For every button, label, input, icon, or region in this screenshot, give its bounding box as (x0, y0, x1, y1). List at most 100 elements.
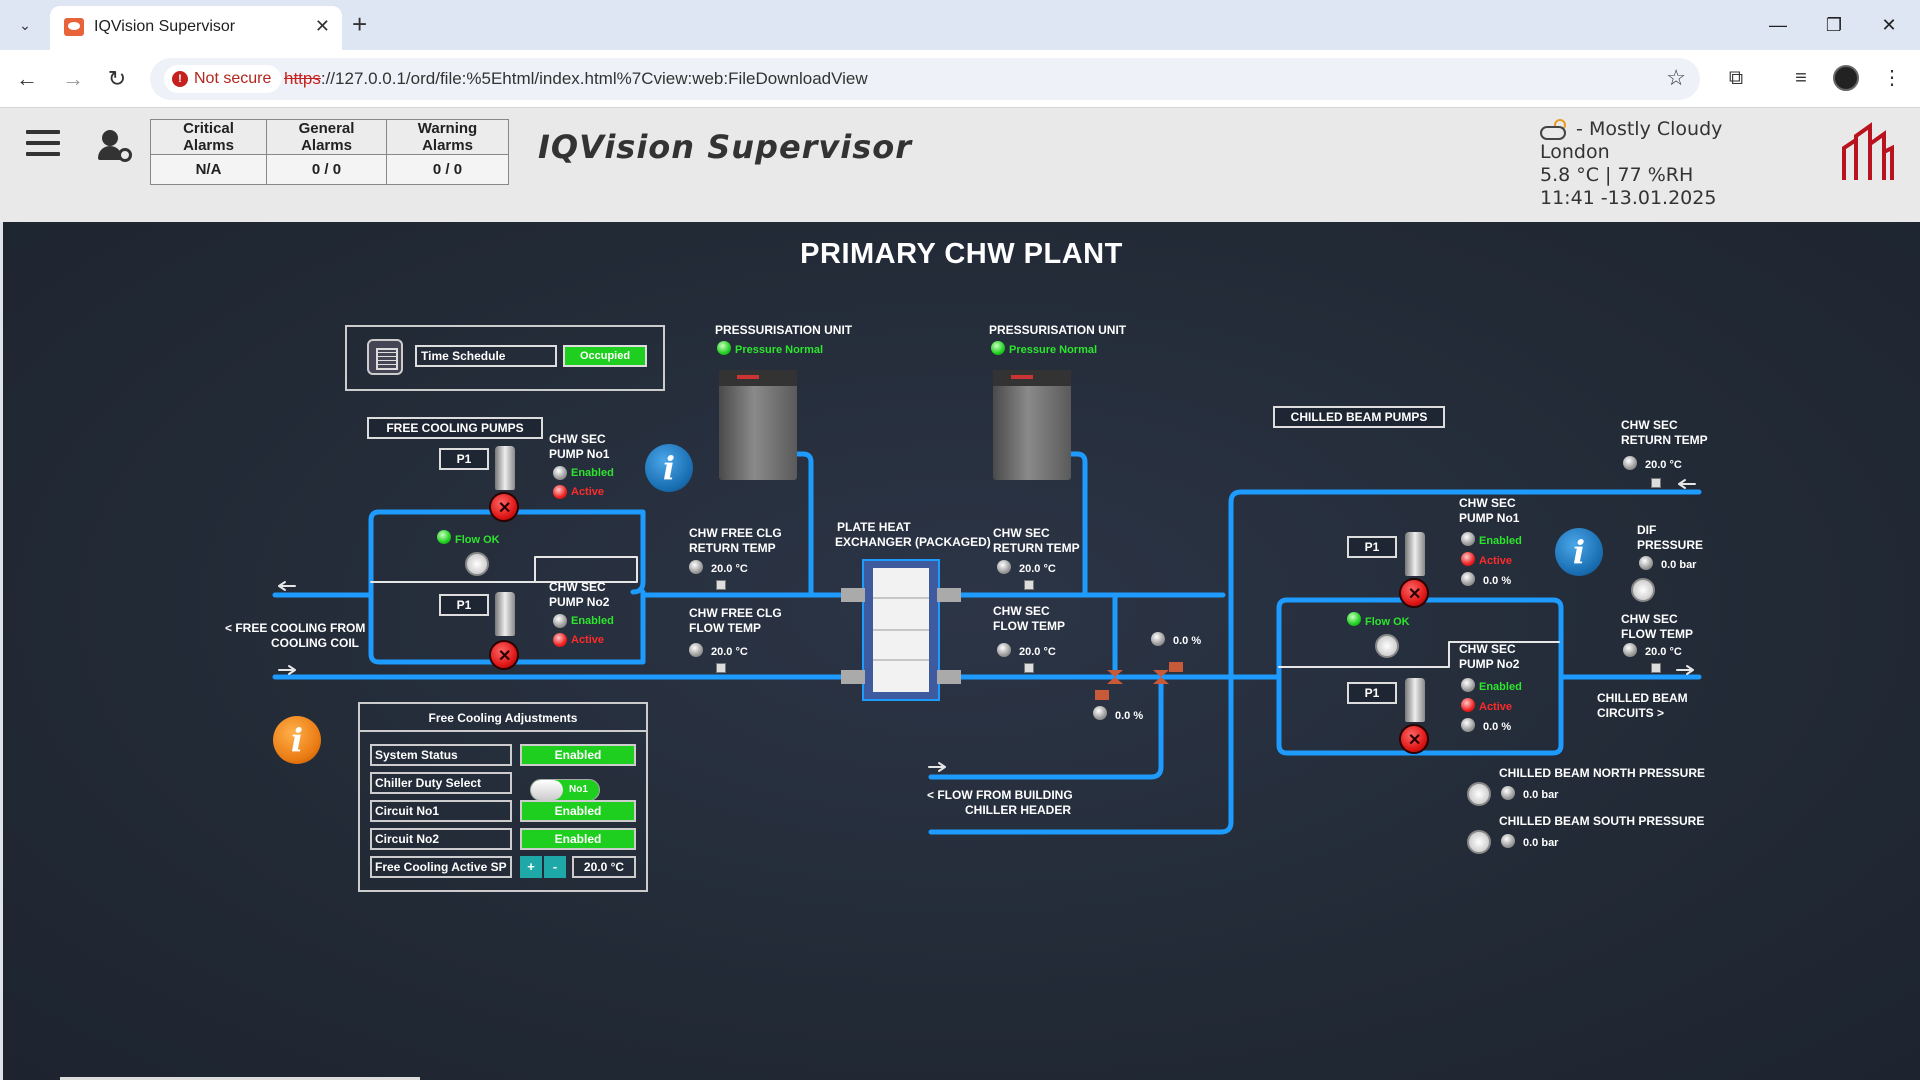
restore-icon[interactable]: ❐ (1825, 15, 1843, 35)
valve2-position[interactable]: 0.0 % (1173, 635, 1202, 647)
star-icon[interactable]: ☆ (1666, 65, 1686, 90)
cb-pump1-name-l2: PUMP No1 (1459, 511, 1520, 525)
cb-return-temp-l1: CHW SEC (1621, 418, 1678, 432)
cb-pump2-tag[interactable]: P1 (1347, 682, 1397, 704)
minimize-icon[interactable]: — (1769, 15, 1787, 35)
cb-south-indicator (1501, 834, 1515, 848)
cb-return-temp-value[interactable]: 20.0 °C (1645, 459, 1682, 471)
fca-title: Free Cooling Adjustments (360, 704, 646, 732)
fc-pump1-name-l1: CHW SEC (549, 432, 606, 446)
system-status-value[interactable]: Enabled (520, 744, 636, 766)
cb-flow-temp-value[interactable]: 20.0 °C (1645, 646, 1682, 658)
fc-return-temp-value[interactable]: 20.0 °C (711, 563, 748, 575)
pu2-status-indicator (991, 341, 1005, 355)
cb-pump2-enabled-label: Enabled (1479, 681, 1522, 693)
sec-flow-temp-l2: FLOW TEMP (993, 619, 1065, 633)
fc-return-temp-l1: CHW FREE CLG (689, 526, 782, 540)
circuit-no1-value[interactable]: Enabled (520, 800, 636, 822)
fc-flow-sensor-icon (716, 663, 726, 673)
browser-tab[interactable]: IQVision Supervisor ✕ (50, 6, 342, 50)
cb-north-pressure-label: CHILLED BEAM NORTH PRESSURE (1499, 766, 1706, 780)
chilled-beam-info-icon[interactable]: i (1555, 528, 1603, 576)
cb-north-pressure-value[interactable]: 0.0 bar (1523, 789, 1559, 801)
fc-pump2-enabled-indicator (553, 614, 567, 628)
hamburger-menu-icon[interactable] (26, 130, 60, 160)
kebab-menu-icon[interactable]: ⋮ (1882, 67, 1902, 89)
sp-increase-button[interactable]: + (520, 856, 542, 878)
cb-pump1-active-indicator (1461, 552, 1475, 566)
cb-south-pressure-value[interactable]: 0.0 bar (1523, 837, 1559, 849)
weather-city: London (1540, 141, 1610, 163)
sec-return-temp-value[interactable]: 20.0 °C (1019, 563, 1056, 575)
app-header: Critical Alarms General Alarms Warning A… (0, 108, 1920, 222)
cb-return-temp-l2: RETURN TEMP (1621, 433, 1708, 447)
cb-pump1-tag[interactable]: P1 (1347, 536, 1397, 558)
sp-decrease-button[interactable]: - (544, 856, 566, 878)
extensions-icon[interactable]: ⧉ (1728, 67, 1744, 89)
fc-return-temp-indicator (689, 560, 703, 574)
forward-icon[interactable]: → (62, 66, 84, 91)
calendar-icon[interactable] (367, 339, 403, 375)
cb-pump1-motor-icon (1405, 532, 1425, 576)
fc-pump2-enabled-label: Enabled (571, 615, 614, 627)
fc-pump2-tag[interactable]: P1 (439, 594, 489, 616)
cb-pump1-icon[interactable] (1399, 578, 1429, 608)
url-field[interactable]: ! Not secure https://127.0.0.1/ord/file:… (150, 58, 1700, 100)
sec-return-sensor-icon (1024, 580, 1034, 590)
fc-pump1-tag[interactable]: P1 (439, 448, 489, 470)
phe-label-l1: PLATE HEAT (837, 520, 911, 534)
cb-pump1-speed[interactable]: 0.0 % (1483, 575, 1512, 587)
free-cooling-from-label-l1: < FREE COOLING FROM (225, 621, 366, 635)
pu1-status-indicator (717, 341, 731, 355)
horizontal-scrollbar[interactable] (60, 1077, 420, 1080)
valve2-actuator-icon[interactable] (1169, 662, 1183, 672)
pressurisation-unit-2-icon[interactable] (993, 370, 1071, 480)
cb-pump2-speed[interactable]: 0.0 % (1483, 721, 1512, 733)
page-title: PRIMARY CHW PLANT (800, 238, 1123, 270)
security-chip[interactable]: ! Not secure (164, 65, 282, 93)
pressurisation-unit-1-icon[interactable] (719, 370, 797, 480)
window-close-icon[interactable]: ✕ (1881, 15, 1897, 35)
warning-alarms-header[interactable]: Warning Alarms (386, 119, 509, 155)
cb-pump1-enabled-indicator (1461, 532, 1475, 546)
back-icon[interactable]: ← (16, 66, 38, 91)
time-schedule-label[interactable]: Time Schedule (415, 345, 557, 367)
new-tab-icon[interactable]: + (352, 9, 368, 39)
user-settings-icon[interactable] (98, 130, 134, 166)
free-cooling-sp-value[interactable]: 20.0 °C (572, 856, 636, 878)
circuit-no1-label: Circuit No1 (370, 800, 512, 822)
chiller-duty-select-label: Chiller Duty Select (370, 772, 512, 794)
general-alarms-count[interactable]: 0 / 0 (266, 154, 387, 185)
fc-pump1-icon[interactable] (489, 492, 519, 522)
critical-alarms-header[interactable]: Critical Alarms (150, 119, 267, 155)
tab-title: IQVision Supervisor (94, 18, 236, 35)
reload-icon[interactable]: ↻ (107, 66, 127, 91)
adjustments-info-icon[interactable]: i (273, 716, 321, 764)
cb-pump1-active-label: Active (1479, 555, 1513, 567)
critical-alarms-count[interactable]: N/A (150, 154, 267, 185)
info-icon[interactable]: i (645, 444, 693, 492)
building-logo-icon[interactable] (1840, 122, 1894, 182)
media-icon[interactable]: ≡ (1795, 67, 1807, 89)
circuit-no2-value[interactable]: Enabled (520, 828, 636, 850)
fc-flow-temp-value[interactable]: 20.0 °C (711, 646, 748, 658)
sec-flow-temp-value[interactable]: 20.0 °C (1019, 646, 1056, 658)
cb-pump2-icon[interactable] (1399, 724, 1429, 754)
profile-icon[interactable] (1833, 65, 1859, 91)
general-alarms-header[interactable]: General Alarms (266, 119, 387, 155)
warning-alarms-count[interactable]: 0 / 0 (386, 154, 509, 185)
dif-pressure-value[interactable]: 0.0 bar (1661, 559, 1697, 571)
cb-flow-temp-indicator (1623, 643, 1637, 657)
pu2-status: Pressure Normal (1009, 344, 1098, 356)
flow-from-building-l1: < FLOW FROM BUILDING (927, 788, 1073, 802)
close-icon[interactable]: ✕ (314, 16, 330, 36)
cb-flow-sensor-icon (1651, 663, 1661, 673)
fc-pump2-icon[interactable] (489, 640, 519, 670)
cb-pump1-speed-indicator (1461, 572, 1475, 586)
valve1-position[interactable]: 0.0 % (1115, 710, 1144, 722)
tab-dropdown-icon[interactable]: ⌄ (19, 17, 31, 33)
fc-pump1-active-indicator (553, 485, 567, 499)
valve1-actuator-icon[interactable] (1095, 690, 1109, 700)
url-text[interactable]: https://127.0.0.1/ord/file:%5Ehtml/index… (284, 69, 868, 89)
chiller-duty-toggle[interactable]: No1 (530, 779, 600, 801)
